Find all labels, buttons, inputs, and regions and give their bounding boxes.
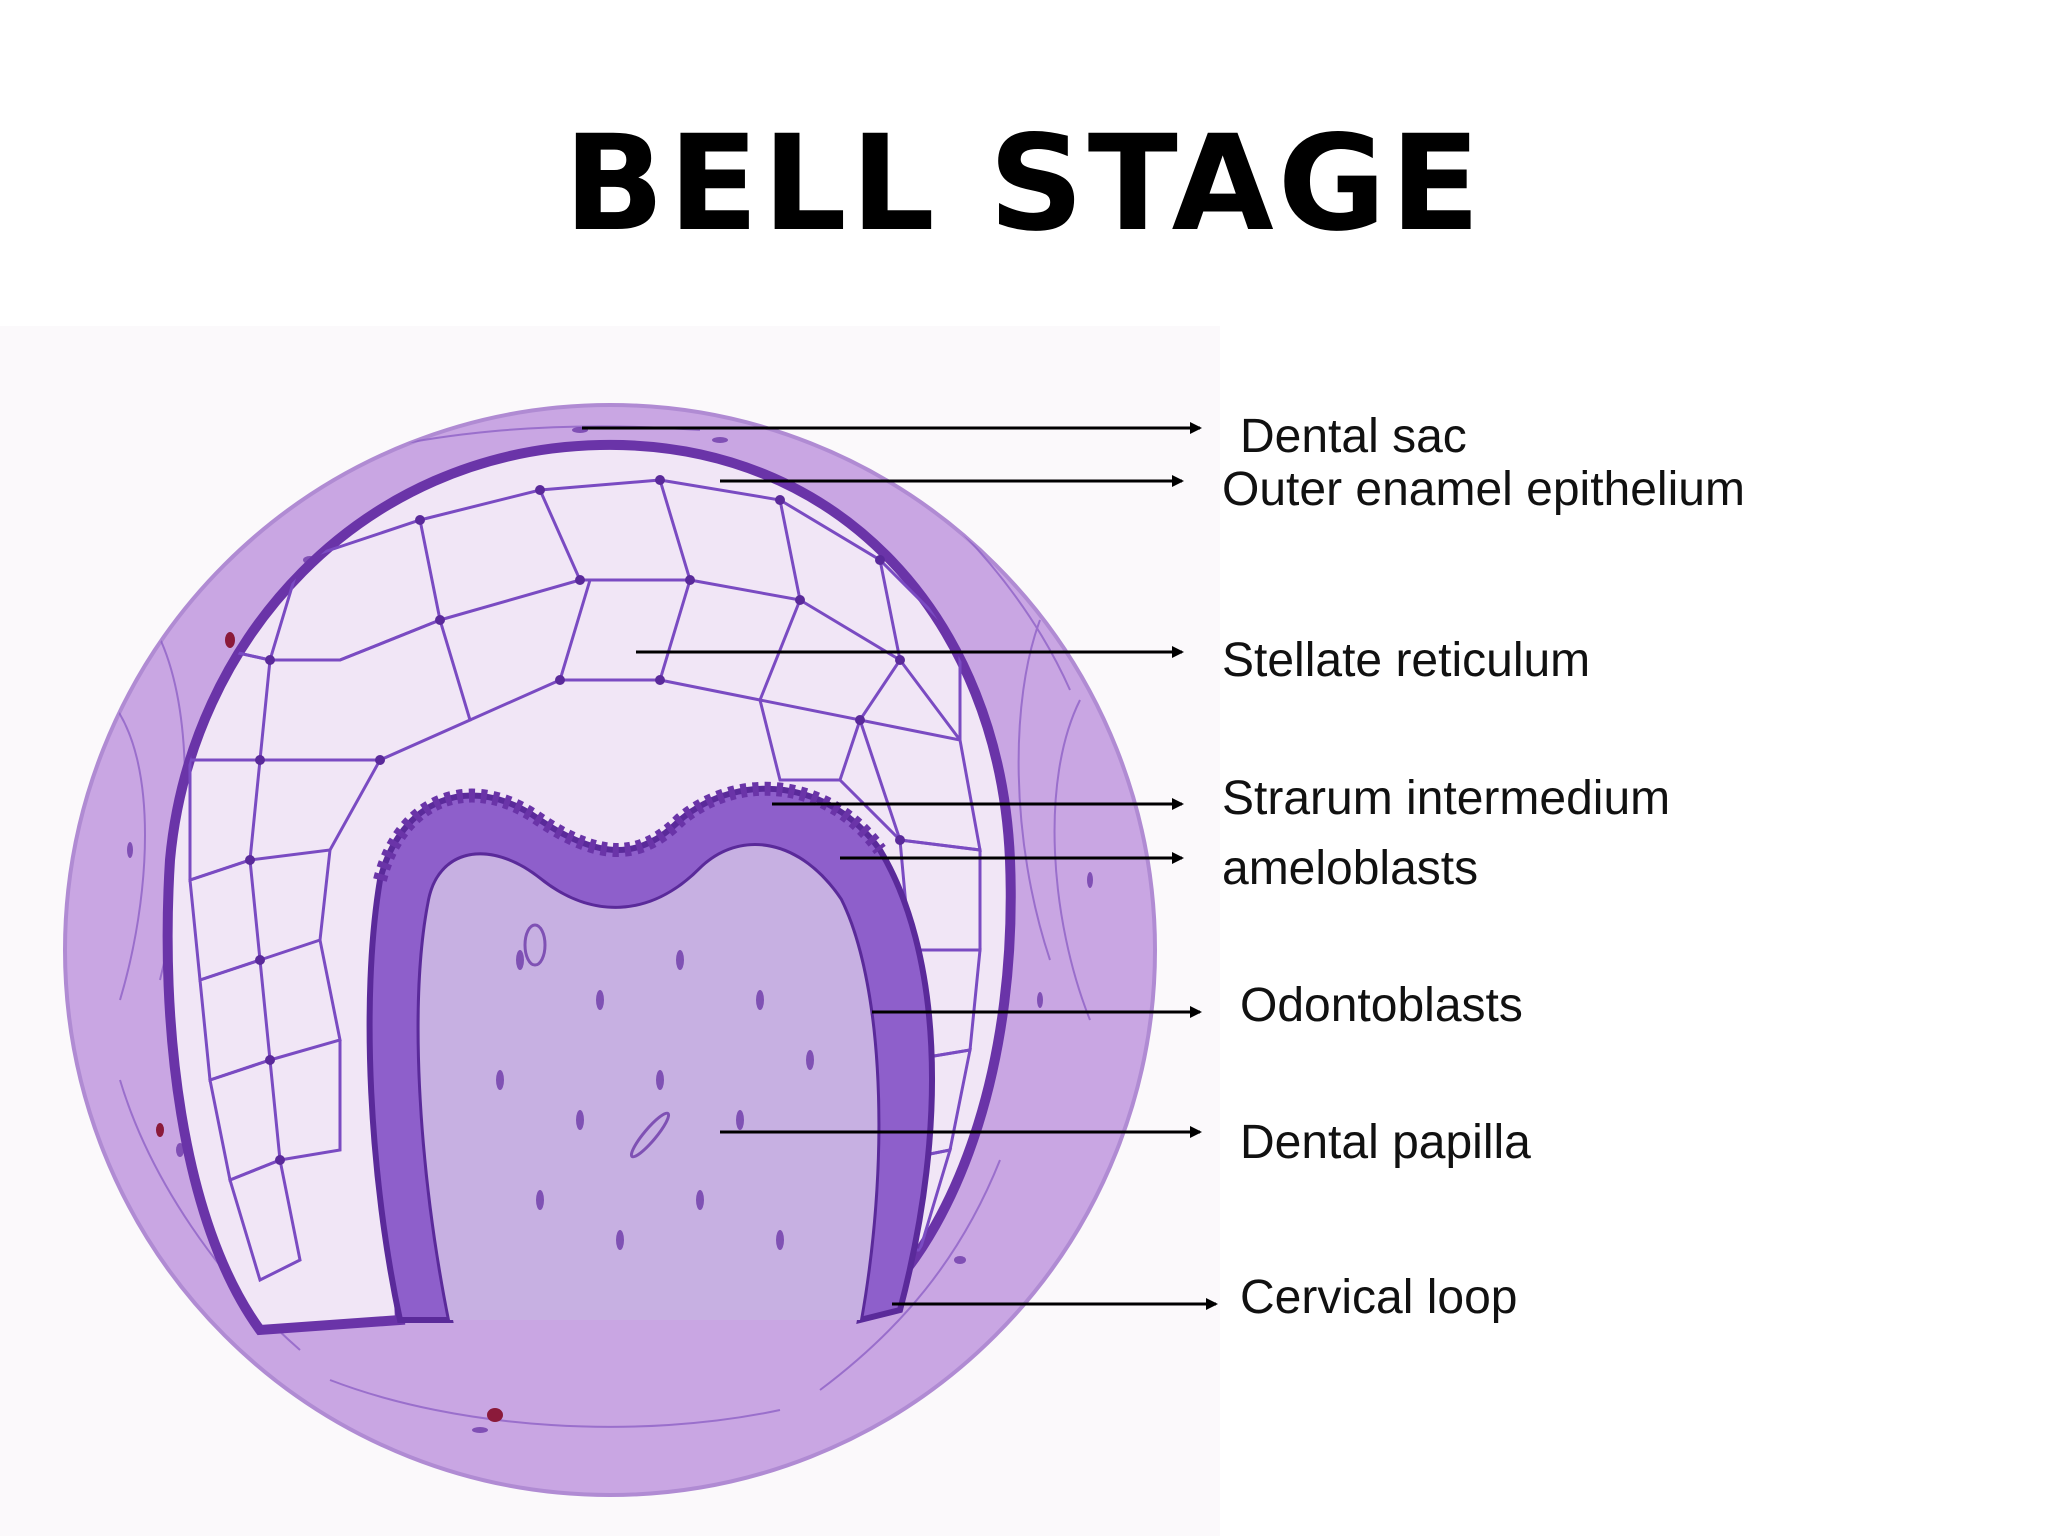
slide-title: BELL STAGE bbox=[563, 107, 1485, 261]
label-ameloblasts: ameloblasts bbox=[1222, 842, 1479, 895]
label-strarum-intermedium: Strarum intermedium bbox=[1222, 772, 1671, 825]
label-stellate-reticulum: Stellate reticulum bbox=[1222, 634, 1591, 687]
label-dental-sac: Dental sac bbox=[1240, 410, 1467, 463]
pointer-lines bbox=[582, 422, 1218, 1310]
label-odontoblasts: Odontoblasts bbox=[1240, 979, 1523, 1032]
label-outer-enamel-epithelium: Outer enamel epithelium bbox=[1222, 463, 1745, 516]
stellate-nuclei bbox=[245, 475, 915, 1165]
papilla-cells bbox=[496, 923, 814, 1250]
dental-papilla-tissue bbox=[419, 846, 878, 1320]
label-cervical-loop: Cervical loop bbox=[1240, 1271, 1518, 1324]
label-dental-papilla: Dental papilla bbox=[1240, 1116, 1531, 1169]
stratum-intermedium-layer bbox=[373, 781, 886, 882]
